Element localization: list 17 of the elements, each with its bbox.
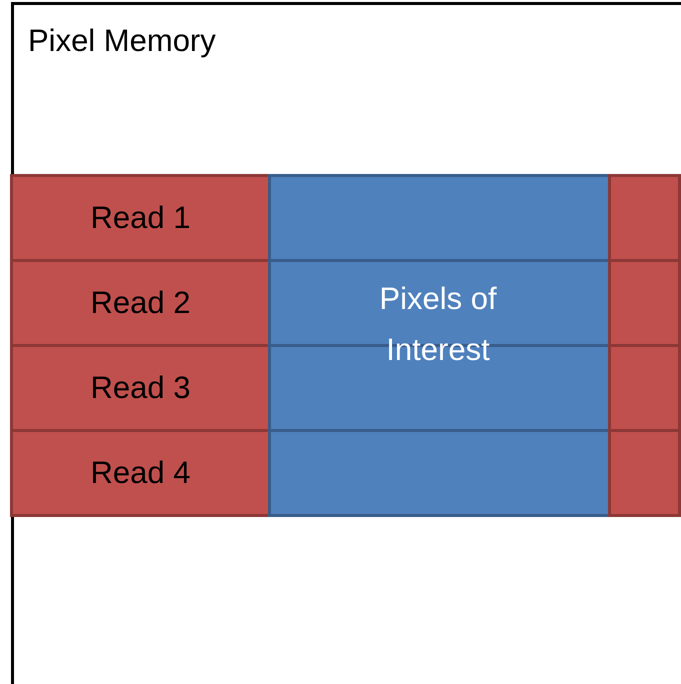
memory-frame	[11, 2, 681, 684]
read-cell	[10, 174, 271, 262]
interest-cell	[268, 429, 611, 517]
interest-cell	[268, 174, 611, 262]
region-label: Pixels of Interest	[378, 280, 498, 369]
read-cell	[608, 174, 681, 262]
read-cell	[608, 429, 681, 517]
read-label: Read 3	[90, 370, 190, 406]
read-label: Read 1	[90, 200, 190, 236]
read-label: Read 2	[90, 285, 190, 321]
read-label: Read 4	[90, 455, 190, 491]
frame-title: Pixel Memory	[28, 23, 216, 59]
read-cell	[608, 259, 681, 347]
read-cell	[10, 344, 271, 432]
read-cell	[10, 259, 271, 347]
read-cell	[10, 429, 271, 517]
read-cell	[608, 344, 681, 432]
